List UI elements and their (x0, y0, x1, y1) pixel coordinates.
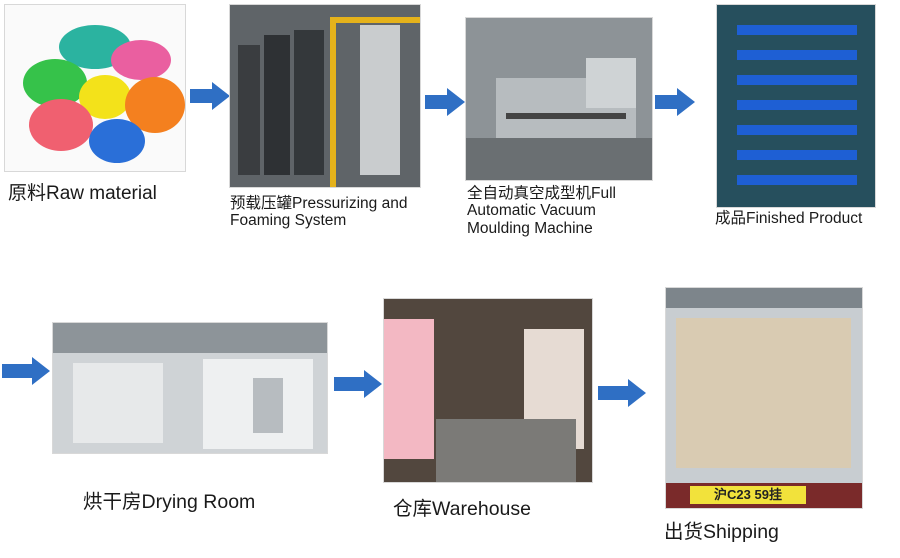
pressurizing-caption: 预载压罐Pressurizing and Foaming System (230, 195, 408, 230)
pressure-tank-system-icon (230, 5, 420, 187)
arrow-right-icon (655, 88, 695, 116)
finished-photo (716, 4, 876, 208)
finished-caption: 成品Finished Product (715, 210, 863, 227)
warehouse-caption: 仓库Warehouse (393, 498, 531, 520)
drying-room-icon (53, 323, 327, 453)
shipping-photo: 沪C23 59挂 (665, 287, 863, 509)
vacuum-moulding-machine-icon (466, 18, 652, 180)
colorful-plastic-pellets-icon (23, 25, 185, 163)
warehouse-icon (384, 299, 592, 482)
raw-material-photo (4, 4, 186, 172)
raw-material-caption: 原料Raw material (8, 183, 157, 204)
arrow-right-icon (334, 370, 382, 398)
license-plate: 沪C23 59挂 (690, 486, 806, 504)
pressurizing-photo (229, 4, 421, 188)
drying-caption: 烘干房Drying Room (83, 491, 256, 513)
arrow-right-icon (598, 379, 646, 407)
shipping-caption: 出货Shipping (664, 521, 779, 543)
shipping-container-icon (666, 288, 862, 508)
arrow-right-icon (190, 82, 230, 110)
moulding-photo (465, 17, 653, 181)
product-rack-icon (717, 5, 875, 207)
drying-photo (52, 322, 328, 454)
warehouse-photo (383, 298, 593, 483)
moulding-caption: 全自动真空成型机Full Automatic Vacuum Moulding M… (467, 185, 616, 237)
arrow-right-icon (2, 357, 50, 385)
arrow-right-icon (425, 88, 465, 116)
